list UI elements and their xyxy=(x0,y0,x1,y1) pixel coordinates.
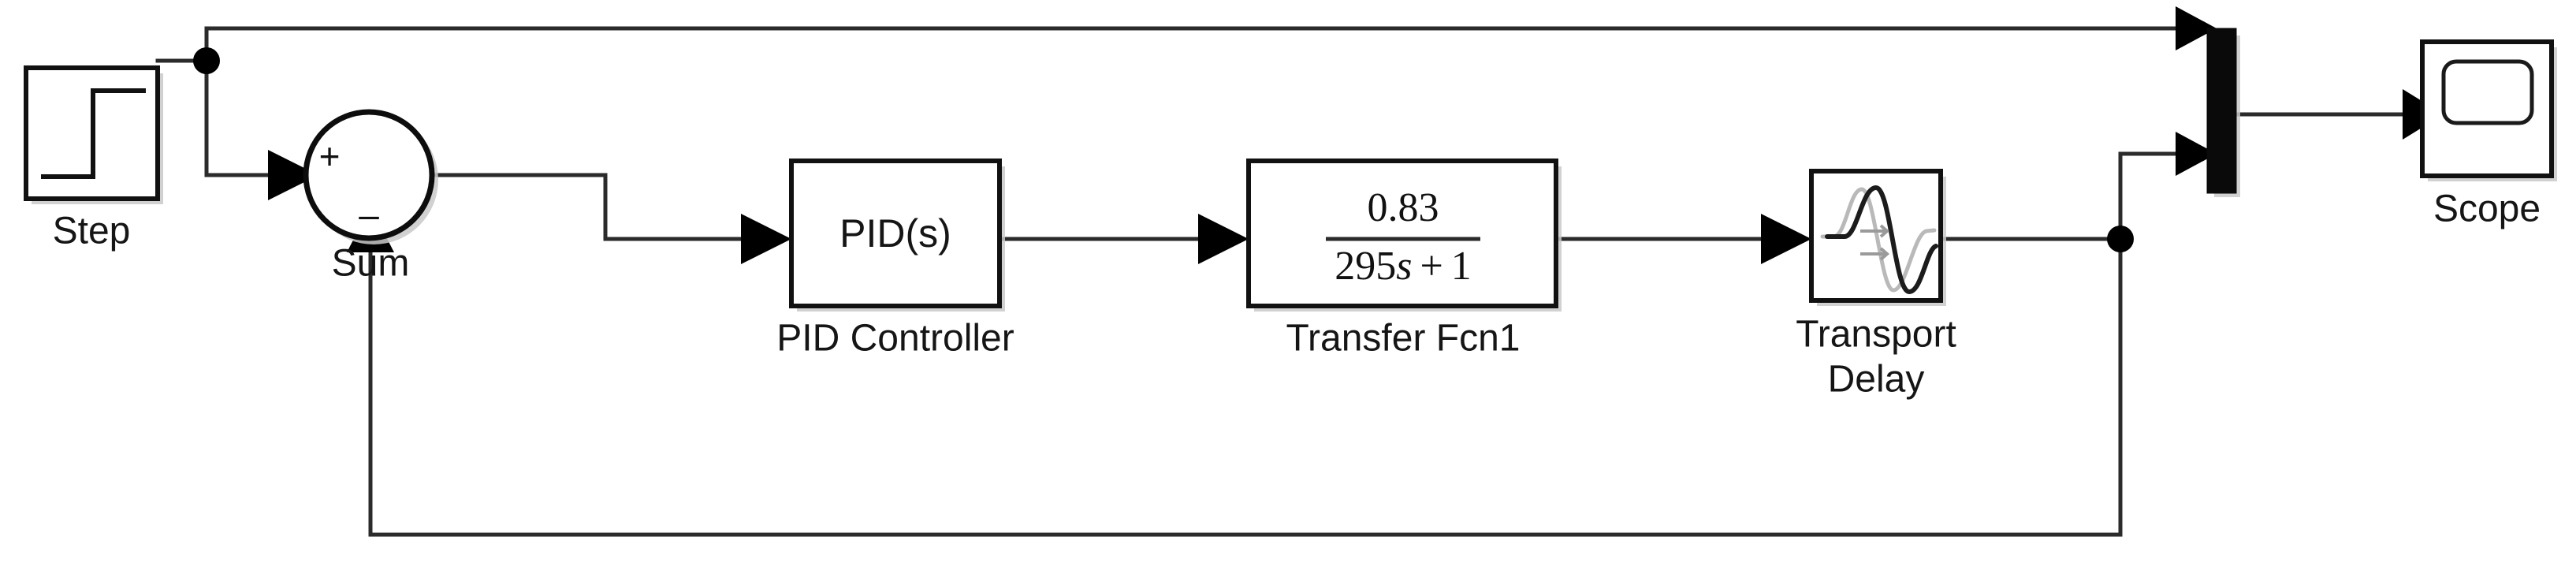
branch-point-plant-output[interactable] xyxy=(2107,226,2134,252)
wire-sum-to-pid[interactable] xyxy=(431,173,743,241)
block-label-transfer-fcn: Transfer Fcn1 xyxy=(1286,318,1521,360)
transfer-fcn-numerator: 0.83 xyxy=(1368,185,1439,230)
wire-feedback-to-sum[interactable] xyxy=(368,237,2123,537)
block-sum[interactable]: + – xyxy=(303,109,438,244)
block-transfer-fcn[interactable]: 0.83 295s+1 xyxy=(1246,159,1562,311)
branch-point-step-output[interactable] xyxy=(193,47,220,74)
transfer-fcn-denominator-op: + xyxy=(1420,244,1442,289)
arrowhead-sum-plus-input xyxy=(268,150,318,200)
arrowhead-mux-input-2 xyxy=(2176,132,2217,176)
sum-circle-icon xyxy=(303,109,435,241)
block-transport-delay[interactable] xyxy=(1809,169,1946,306)
transfer-fcn-denominator-const: 1 xyxy=(1451,244,1472,289)
transfer-fcn-denominator: 295s+1 xyxy=(1335,244,1472,289)
transfer-fcn-denominator-coeff: 295 xyxy=(1335,244,1396,289)
step-signal-icon xyxy=(41,88,146,179)
block-label-scope: Scope xyxy=(2433,188,2541,230)
transfer-fcn-denominator-var: s xyxy=(1396,244,1412,289)
block-scope[interactable] xyxy=(2420,39,2557,181)
wire-step-feedthrough-to-mux[interactable] xyxy=(204,26,2178,63)
block-label-pid-controller: PID Controller xyxy=(776,318,1014,360)
mux-bar-icon xyxy=(2206,28,2237,194)
block-step[interactable] xyxy=(24,65,163,204)
arrowhead-transport-delay-input xyxy=(1761,214,1811,264)
pid-body-text: PID(s) xyxy=(839,211,951,256)
sum-plus-sign: + xyxy=(319,136,341,177)
wire-plant-output-to-mux[interactable] xyxy=(2118,151,2178,241)
sum-minus-sign: – xyxy=(359,194,379,235)
arrowhead-transfer-fcn-input xyxy=(1198,214,1249,264)
arrowhead-mux-input-1 xyxy=(2176,6,2217,50)
arrowhead-pid-input xyxy=(741,214,791,264)
block-label-transport-delay-line2: Delay xyxy=(1828,359,1925,401)
block-mux[interactable] xyxy=(2206,28,2240,197)
transport-delay-sine-icon xyxy=(1820,185,1938,295)
scope-screen-icon xyxy=(2441,59,2534,125)
block-label-step: Step xyxy=(53,211,131,252)
block-pid-controller[interactable]: PID(s) xyxy=(789,159,1005,311)
block-label-sum: Sum xyxy=(332,243,410,285)
wire-step-to-sum[interactable] xyxy=(204,58,270,177)
block-label-transport-delay-line1: Transport xyxy=(1796,314,1956,356)
